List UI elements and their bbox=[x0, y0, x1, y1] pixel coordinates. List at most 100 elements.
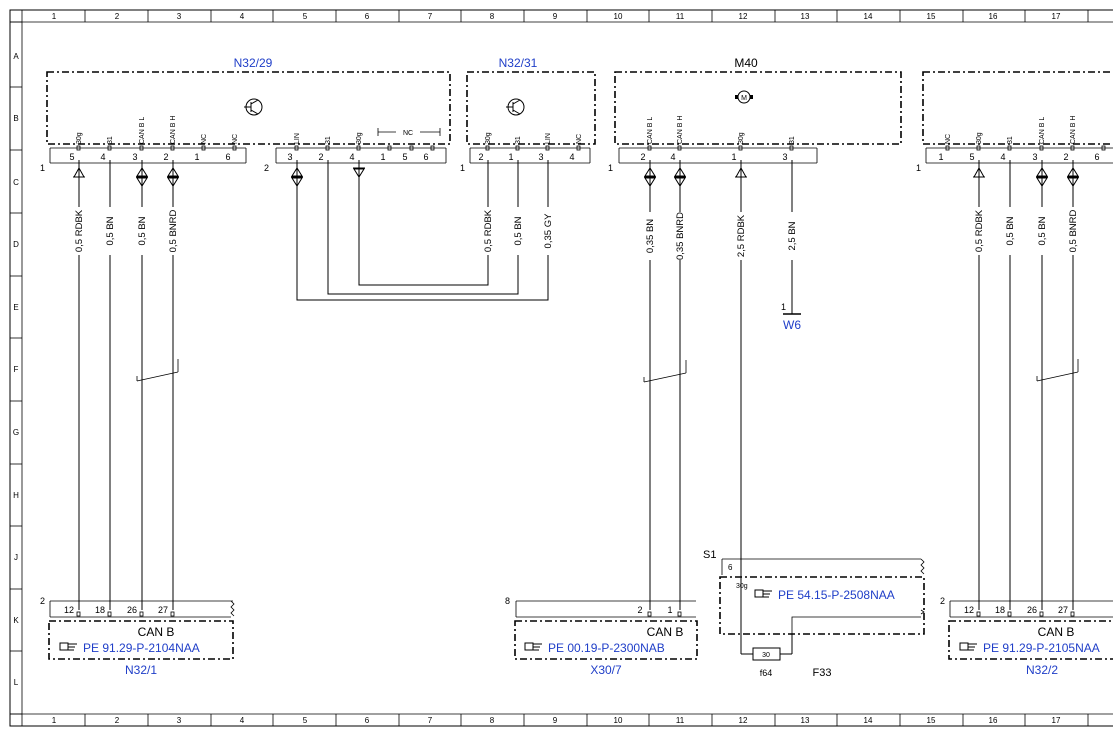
n32-29-connector-2: 2 bbox=[264, 163, 269, 173]
pin-number: 2 bbox=[318, 152, 323, 162]
fuse-label: f64 bbox=[760, 668, 773, 678]
wires bbox=[78, 160, 1079, 638]
pin-contact bbox=[139, 145, 144, 151]
wire-label-bg bbox=[542, 207, 553, 255]
bottom-pin-number: 27 bbox=[158, 605, 168, 615]
wire-label: 0,5 BN bbox=[1037, 216, 1048, 245]
row-marker: G bbox=[13, 428, 19, 437]
pin-contact bbox=[976, 145, 981, 151]
pin-contact bbox=[576, 145, 581, 151]
bottom-pin-number: 12 bbox=[964, 605, 974, 615]
m40-connector-1: 1 bbox=[608, 163, 613, 173]
pin-number: 2 bbox=[640, 152, 645, 162]
pin-number: 4 bbox=[670, 152, 675, 162]
n32-2-ref[interactable]: PE 91.29-P-2105NAA bbox=[983, 641, 1100, 655]
pin-label: CAN B L bbox=[139, 117, 146, 144]
s1-ref[interactable]: PE 54.15-P-2508NAA bbox=[778, 588, 895, 602]
pin-number: 3 bbox=[132, 152, 137, 162]
row-marker: F bbox=[14, 365, 19, 374]
pin-number: 6 bbox=[225, 152, 230, 162]
f33-label: F33 bbox=[813, 667, 832, 679]
wire-label-bg bbox=[735, 212, 746, 260]
wire-label: 0,5 BN bbox=[1005, 216, 1016, 245]
component-s1-f33[interactable]: S1 6 30g PE 54.15-P-2508NAA 30 f64 F33 bbox=[703, 549, 925, 679]
pin-contact bbox=[232, 145, 237, 151]
wire-label: 2,5 BN bbox=[787, 221, 798, 250]
column-marker-top: 4 bbox=[240, 12, 245, 21]
column-marker-bottom: 14 bbox=[864, 716, 873, 725]
column-marker-bottom: 7 bbox=[428, 716, 433, 725]
pin-number: 5 bbox=[969, 152, 974, 162]
row-marker: C bbox=[13, 178, 19, 187]
row-marker: H bbox=[13, 491, 19, 500]
pin-contact bbox=[294, 145, 299, 151]
pin-number: 2 bbox=[478, 152, 483, 162]
column-marker-top: 15 bbox=[927, 12, 936, 21]
pin-contact bbox=[325, 145, 330, 151]
bottom-pin-number: 26 bbox=[1027, 605, 1037, 615]
bottom-pin-number: 1 bbox=[667, 605, 672, 615]
nc-group-label: NC bbox=[403, 130, 413, 137]
pin-contact bbox=[647, 611, 652, 617]
column-marker-top: 2 bbox=[115, 12, 120, 21]
x30-7-ref[interactable]: PE 00.19-P-2300NAB bbox=[548, 641, 665, 655]
pin-label: NC bbox=[232, 134, 239, 144]
n32-29-connector-1: 1 bbox=[40, 163, 45, 173]
column-marker-top: 17 bbox=[1052, 12, 1061, 21]
pin-number: 6 bbox=[1094, 152, 1099, 162]
pin-contact bbox=[409, 145, 414, 151]
pin-contact bbox=[76, 145, 81, 151]
n32-1-can: CAN B bbox=[138, 625, 175, 639]
wire-label-bg bbox=[674, 212, 685, 260]
transistor-icon bbox=[506, 98, 525, 116]
pin-contact bbox=[677, 611, 682, 617]
column-marker-top: 3 bbox=[177, 12, 182, 21]
wire-label-bg bbox=[786, 212, 797, 260]
pin-contact bbox=[387, 145, 392, 151]
bottom-pin-number: 2 bbox=[637, 605, 642, 615]
pin-contact bbox=[76, 611, 81, 617]
pin-contact bbox=[107, 611, 112, 617]
fuse-value: 30 bbox=[762, 652, 770, 659]
n32-1-ref[interactable]: PE 91.29-P-2104NAA bbox=[83, 641, 200, 655]
row-marker: L bbox=[14, 678, 19, 687]
wire-label-bg bbox=[644, 212, 655, 260]
connection-symbols bbox=[73, 166, 1079, 187]
row-marker: J bbox=[14, 553, 18, 562]
pin-number: 5 bbox=[69, 152, 74, 162]
pin-label: 30g bbox=[738, 132, 745, 144]
column-marker-bottom: 5 bbox=[303, 716, 308, 725]
n32-2-bottom-connector-num: 2 bbox=[940, 596, 945, 606]
row-marker: B bbox=[13, 114, 18, 123]
transistor-icon bbox=[244, 98, 263, 116]
pin-contact bbox=[1039, 145, 1044, 151]
pin-label: 30g bbox=[356, 132, 363, 144]
column-marker-bottom: 11 bbox=[676, 716, 685, 725]
pin-contact bbox=[789, 145, 794, 151]
wire-label-bg bbox=[512, 207, 523, 255]
pointing-hand-icon bbox=[959, 642, 977, 651]
bottom-pin-number: 27 bbox=[1058, 605, 1068, 615]
column-marker-bottom: 1 bbox=[52, 716, 57, 725]
pin-number: 2 bbox=[163, 152, 168, 162]
pin-label: 30g bbox=[485, 132, 492, 144]
wire-label: 0,5 BN bbox=[513, 216, 524, 245]
row-marker: A bbox=[13, 52, 19, 61]
pin-contact bbox=[170, 145, 175, 151]
pin-number: 5 bbox=[402, 152, 407, 162]
ground-label: W6 bbox=[783, 318, 801, 332]
n32-31-connector-1: 1 bbox=[460, 163, 465, 173]
n32-2-connector-1: 1 bbox=[916, 163, 921, 173]
wire-label: 0,35 BNRD bbox=[675, 212, 686, 260]
pin-number: 4 bbox=[100, 152, 105, 162]
pin-contact bbox=[1070, 611, 1075, 617]
pin-contact bbox=[1007, 145, 1012, 151]
pin-number: 3 bbox=[538, 152, 543, 162]
